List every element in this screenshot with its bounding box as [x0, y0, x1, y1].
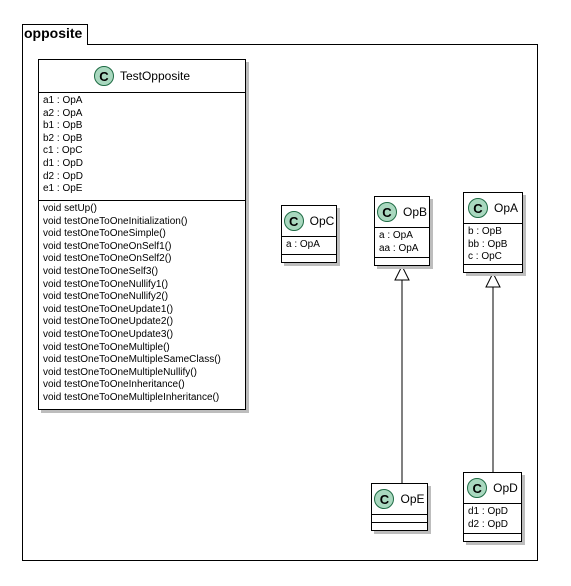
operation-row: void testOneToOneNullify1() — [43, 278, 169, 290]
class-name: OpA — [493, 201, 518, 215]
class-name: OpE — [400, 492, 425, 506]
operation-row: void testOneToOneOnSelf2() — [43, 253, 172, 265]
attribute-row: c1 : OpC — [43, 145, 83, 157]
attribute-row: c : OpC — [468, 251, 502, 263]
class-header: C TestOpposite — [39, 60, 245, 93]
attribute-row: d1 : OpD — [43, 157, 84, 169]
class-name: TestOpposite — [119, 69, 191, 83]
package-name: opposite — [24, 25, 83, 41]
class-operations — [464, 265, 522, 271]
class-stereotype-icon: C — [93, 66, 114, 86]
class-operations — [464, 534, 521, 540]
class-name: OpD — [493, 481, 518, 495]
class-attributes: a : OpA — [282, 237, 336, 255]
operation-row: void testOneToOneUpdate2() — [43, 316, 174, 328]
operation-row: void testOneToOneSimple() — [43, 228, 166, 240]
attribute-row: e1 : OpE — [43, 183, 83, 195]
class-header: C OpE — [372, 484, 427, 515]
attribute-row: a1 : OpA — [43, 95, 83, 106]
operation-row: void testOneToOneMultipleSameClass() — [43, 354, 221, 366]
attribute-row: a : OpA — [379, 230, 413, 241]
operation-row: void testOneToOneInheritance() — [43, 379, 185, 391]
operation-row: void testOneToOneUpdate3() — [43, 328, 174, 340]
class-header: C OpA — [464, 193, 522, 224]
operation-row: void testOneToOneUpdate1() — [43, 303, 174, 315]
class-header: C OpC — [282, 206, 336, 237]
attribute-row: d1 : OpD — [468, 506, 509, 517]
inheritance-arrowhead — [394, 264, 410, 281]
operation-row: void testOneToOneNullify2() — [43, 291, 169, 303]
operation-row: void testOneToOneOnSelf1() — [43, 240, 172, 252]
class-stereotype-icon: C — [283, 211, 304, 231]
class-operations: void setUp()void testOneToOneInitializat… — [39, 201, 245, 411]
operation-row: void testOneToOneMultipleNullify() — [43, 366, 197, 378]
class-name: OpC — [309, 214, 335, 228]
attribute-row: b : OpB — [468, 226, 502, 237]
attribute-row: aa : OpA — [379, 242, 419, 254]
class-operations — [372, 523, 427, 529]
operation-row: void testOneToOneInitialization() — [43, 215, 188, 227]
class-operations — [282, 255, 336, 261]
attribute-row: b1 : OpB — [43, 120, 83, 132]
operation-row: void testOneToOneMultipleInheritance() — [43, 391, 220, 403]
class-box-ope[interactable]: C OpE — [371, 483, 428, 531]
attribute-row: a : OpA — [286, 239, 320, 250]
class-header: C OpD — [464, 473, 521, 504]
class-header: C OpB — [375, 197, 429, 228]
class-stereotype-icon: C — [376, 202, 397, 222]
package-tab — [22, 24, 88, 45]
operation-row: void testOneToOneMultiple() — [43, 341, 170, 353]
operation-row: void testOneToOneSelf3() — [43, 265, 159, 277]
attribute-row: a2 : OpA — [43, 107, 83, 119]
class-stereotype-icon: C — [467, 478, 488, 498]
class-box-opc[interactable]: C OpC a : OpA — [281, 205, 337, 263]
class-stereotype-icon: C — [467, 198, 488, 218]
attribute-row: d2 : OpD — [43, 170, 84, 182]
class-operations — [375, 258, 429, 264]
attribute-row: b2 : OpB — [43, 132, 83, 144]
class-name: OpB — [402, 205, 427, 219]
inheritance-arrowhead — [485, 271, 501, 288]
attribute-row: bb : OpB — [468, 238, 508, 250]
attribute-row: d2 : OpD — [468, 518, 509, 530]
operation-row: void setUp() — [43, 203, 97, 214]
class-attributes — [372, 515, 427, 523]
class-stereotype-icon: C — [374, 489, 395, 509]
